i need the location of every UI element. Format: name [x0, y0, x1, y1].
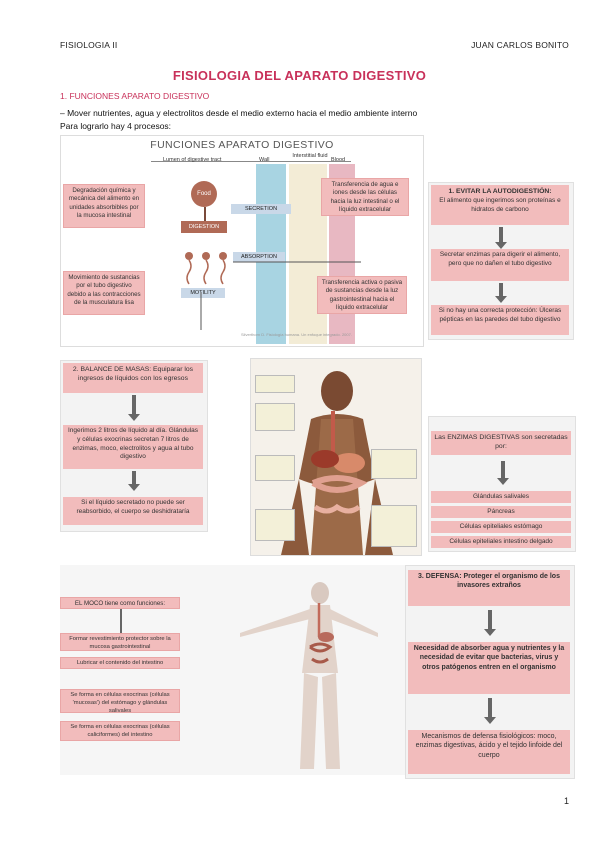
arrow-down-icon	[484, 610, 496, 636]
panel-autodigestion: 1. EVITAR LA AUTODIGESTIÓN: El alimento …	[428, 182, 574, 340]
page-title: FISIOLOGIA DEL APARATO DIGESTIVO	[172, 68, 427, 83]
torso-figure	[281, 371, 393, 555]
panel-enzimas: Las ENZIMAS DIGESTIVAS son secretadas po…	[428, 416, 576, 552]
arrow-down-icon	[484, 698, 496, 724]
absorption-box: Transferencia activa o pasiva de sustanc…	[317, 276, 407, 314]
intro-line: Para lograrlo hay 4 procesos:	[60, 121, 172, 131]
connector-line	[120, 609, 122, 633]
anatomy-illustration	[250, 358, 422, 556]
secretion-label: SECRETION	[231, 204, 291, 214]
label-box	[371, 449, 417, 479]
enzimas-item: Páncreas	[431, 506, 571, 518]
moco-function-2: Lubricar el contenido del intestino	[60, 657, 180, 669]
motility-box: Movimiento de sustancias por el tubo dig…	[63, 271, 145, 315]
label-box	[255, 375, 295, 393]
interstitial-column	[289, 164, 327, 344]
food-arrow	[204, 207, 206, 221]
panel-funciones-diagram: FUNCIONES APARATO DIGESTIVO Lumen of dig…	[60, 135, 424, 347]
arrow-down-icon	[128, 471, 140, 491]
autodigestion-bottom: Si no hay una correcta protección: Úlcer…	[431, 305, 569, 335]
label-box	[371, 505, 417, 547]
diagram-title: FUNCIONES APARATO DIGESTIVO	[150, 139, 334, 151]
enzimas-heading: Las ENZIMAS DIGESTIVAS son secretadas po…	[431, 431, 571, 455]
column-header-line	[151, 161, 351, 162]
label-box	[255, 455, 295, 481]
arrow-down-icon	[128, 395, 140, 421]
col-lumen: Lumen of digestive tract	[163, 157, 222, 163]
diagram-credit: Silverthorn D. Fisiología humana. Un enf…	[241, 332, 352, 337]
defensa-bottom: Mecanismos de defensa fisiológicos: moco…	[408, 730, 570, 774]
autodigestion-heading: 1. EVITAR LA AUTODIGESTIÓN: El alimento …	[431, 185, 569, 225]
defensa-heading: 3. DEFENSA: Proteger el organismo de los…	[408, 570, 570, 606]
moco-heading: EL MOCO tiene como funciones:	[60, 597, 180, 609]
balance-heading: 2. BALANCE DE MASAS: Equiparar los ingre…	[63, 363, 203, 393]
col-interstitial: Interstitial fluid	[292, 153, 328, 159]
enzimas-item: Glándulas salivales	[431, 491, 571, 503]
autodigestion-title: 1. EVITAR LA AUTODIGESTIÓN:	[448, 188, 552, 195]
process-arrows	[185, 252, 361, 330]
enzimas-item: Células epiteliales intestino delgado	[431, 536, 571, 548]
panel-balance-masas: 2. BALANCE DE MASAS: Equiparar los ingre…	[60, 360, 208, 532]
panel-moco: EL MOCO tiene como funciones: Formar rev…	[60, 565, 422, 775]
enzimas-item: Células epiteliales estómago	[431, 521, 571, 533]
label-box	[255, 403, 295, 431]
arrow-down-icon	[495, 227, 507, 249]
motility-label: MOTILITY	[181, 288, 225, 298]
page-number: 1	[563, 796, 569, 806]
autodigestion-mid: Secretar enzimas para digerir el aliment…	[431, 249, 569, 281]
defensa-mid: Necesidad de absorber agua y nutrientes …	[408, 642, 570, 694]
label-box	[255, 509, 295, 541]
arrow-down-icon	[495, 283, 507, 303]
moco-source-2: Se forma en células exocrinas (células c…	[60, 721, 180, 741]
panel-defensa: 3. DEFENSA: Proteger el organismo de los…	[405, 565, 575, 779]
digestion-label: DIGESTION	[181, 221, 227, 233]
moco-function-1: Formar revestimiento protector sobre la …	[60, 633, 180, 651]
col-blood: Blood	[331, 157, 346, 163]
bullet-line: – Mover nutrientes, agua y electrolitos …	[60, 108, 418, 118]
header-right: JUAN CARLOS BONITO	[471, 40, 569, 50]
arrow-down-icon	[497, 461, 509, 485]
absorption-label: ABSORPTION	[233, 252, 285, 262]
food-circle: Food	[191, 181, 217, 207]
balance-bottom: Si el líquido secretado no puede ser rea…	[63, 497, 203, 525]
header-left: FISIOLOGIA II	[60, 40, 118, 50]
autodigestion-sub: El alimento que ingerimos son proteínas …	[439, 196, 561, 213]
section-heading: 1. FUNCIONES APARATO DIGESTIVO	[60, 91, 210, 101]
secretion-box: Transferencia de agua e iones desde las …	[321, 178, 409, 216]
moco-source-1: Se forma en células exocrinas (células '…	[60, 689, 180, 714]
balance-mid: Ingerimos 2 litros de líquido al día. Gl…	[63, 425, 203, 469]
digestion-box: Degradación química y mecánica del alime…	[63, 184, 145, 228]
body-figure	[240, 582, 378, 769]
col-wall: Wall	[259, 157, 270, 163]
